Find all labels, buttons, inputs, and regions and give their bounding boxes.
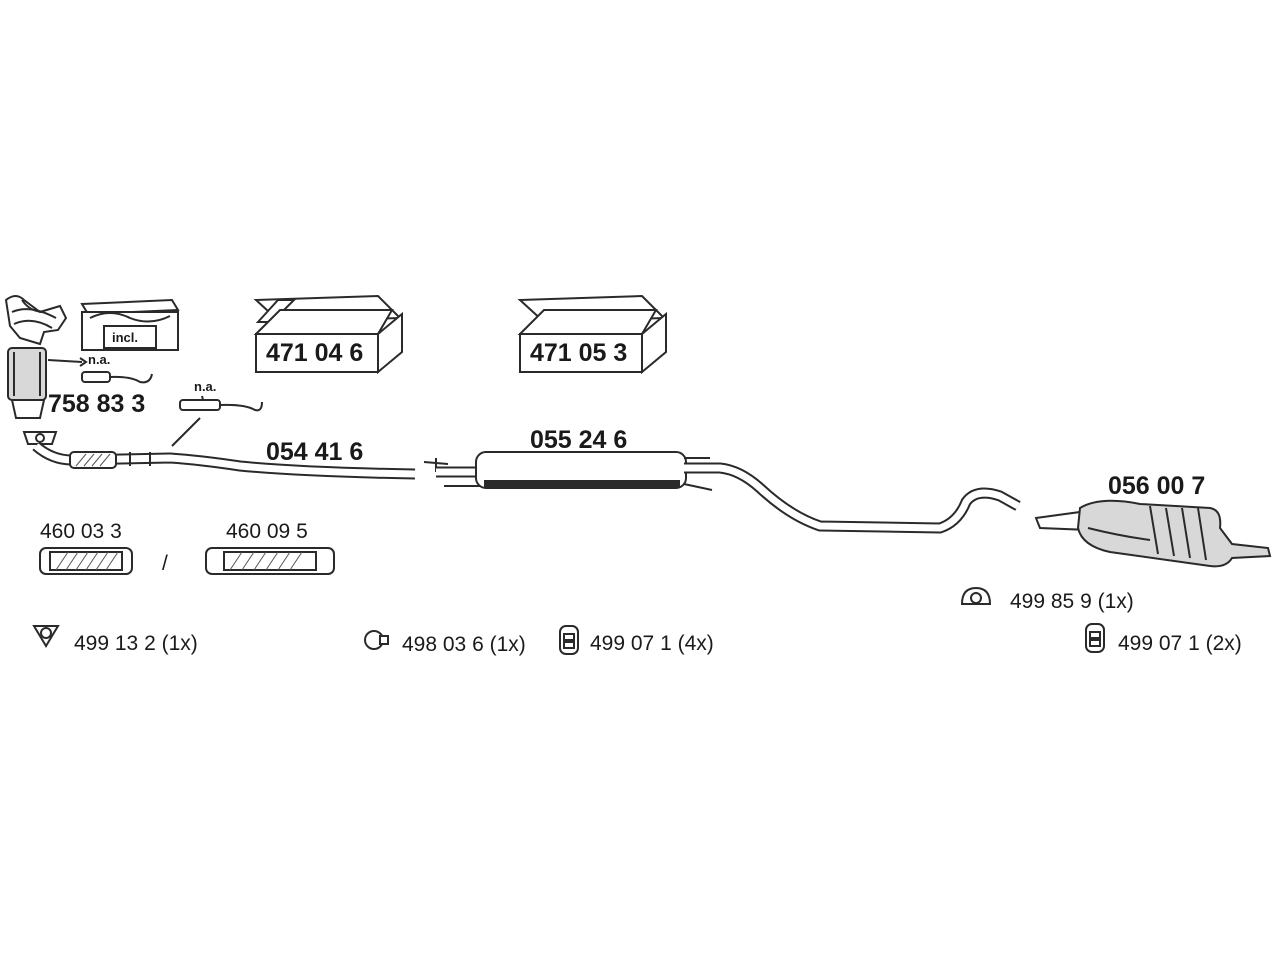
gasket-triangle-icon bbox=[32, 625, 60, 648]
mounting-kit-box-1[interactable]: 471 04 6 bbox=[253, 294, 403, 375]
rear-silencer-part[interactable] bbox=[1034, 499, 1272, 568]
not-available-label-2: n.a. bbox=[194, 379, 216, 394]
clamp-icon bbox=[364, 630, 389, 650]
rubber-mount-middle-number[interactable]: 499 07 1 (4x) bbox=[590, 632, 714, 655]
rear-silencer-number[interactable]: 056 00 7 bbox=[1108, 472, 1205, 500]
repair-pipe-b-part[interactable] bbox=[205, 547, 335, 575]
gasket-ring-icon bbox=[960, 586, 992, 605]
mounting-kit-box-2[interactable]: 471 05 3 bbox=[517, 294, 667, 375]
rubber-mount-icon-rear bbox=[1085, 623, 1105, 653]
not-available-label-1: n.a. bbox=[88, 352, 110, 367]
lambda-sensor-1: n.a. bbox=[47, 352, 153, 384]
repair-pipe-b-number[interactable]: 460 09 5 bbox=[226, 520, 308, 543]
front-pipe-number[interactable]: 054 41 6 bbox=[266, 438, 363, 466]
front-pipe-part[interactable] bbox=[32, 441, 416, 480]
repair-pipe-a-part[interactable] bbox=[39, 547, 133, 575]
rubber-mount-icon-middle bbox=[559, 625, 579, 655]
manifold-catalyst-part[interactable] bbox=[4, 295, 68, 445]
repair-pipe-a-number[interactable]: 460 03 3 bbox=[40, 520, 122, 543]
gasket-triangle-number[interactable]: 499 13 2 (1x) bbox=[74, 632, 198, 655]
catalytic-converter-number[interactable]: 758 83 3 bbox=[48, 390, 145, 418]
gasket-ring-number[interactable]: 499 85 9 (1x) bbox=[1010, 590, 1134, 613]
alternative-separator: / bbox=[162, 552, 168, 575]
included-kit-box: incl. bbox=[80, 298, 180, 351]
middle-silencer-part[interactable] bbox=[423, 451, 1021, 534]
lambda-sensor-2: n.a. bbox=[171, 379, 263, 447]
mounting-kit-2-number: 471 05 3 bbox=[530, 339, 627, 367]
rubber-mount-rear-number[interactable]: 499 07 1 (2x) bbox=[1118, 632, 1242, 655]
mounting-kit-1-number: 471 04 6 bbox=[266, 339, 363, 367]
included-label: incl. bbox=[112, 330, 138, 345]
clamp-number[interactable]: 498 03 6 (1x) bbox=[402, 633, 526, 656]
middle-silencer-number[interactable]: 055 24 6 bbox=[530, 426, 627, 454]
